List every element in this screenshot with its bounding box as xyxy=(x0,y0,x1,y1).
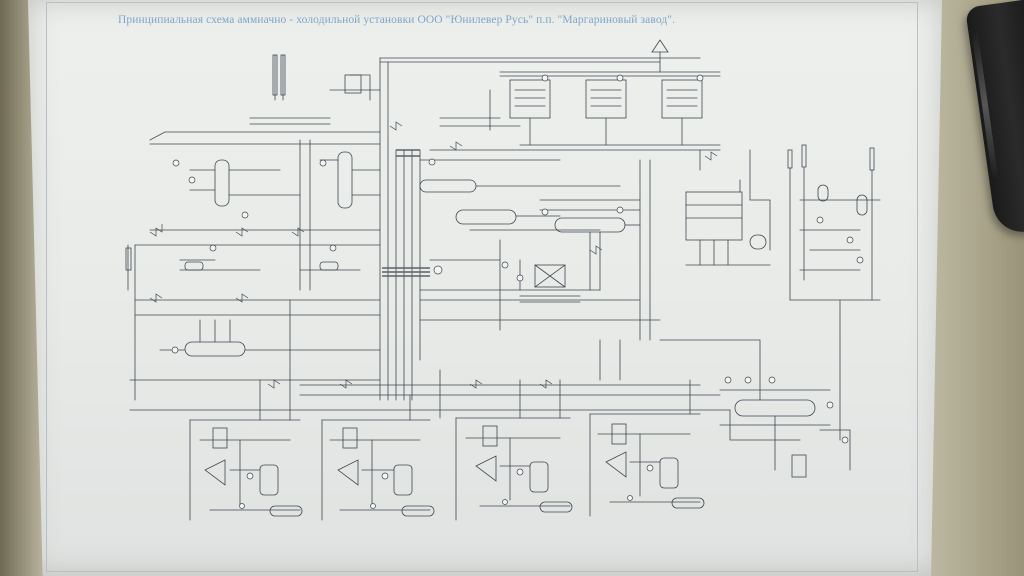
left-mid-pipes xyxy=(125,229,381,401)
compressor-feed-lines xyxy=(259,299,721,421)
control-panel xyxy=(685,149,771,266)
top-header-pipes xyxy=(149,57,701,401)
poster-title: Принципиальная схема аммиачно - холодиль… xyxy=(118,14,676,26)
compressor-unit-2 xyxy=(321,419,435,521)
center-vessels xyxy=(419,149,661,331)
compressor-unit-1 xyxy=(189,419,303,521)
gauges-and-valves xyxy=(171,74,864,509)
valve-symbols xyxy=(149,121,718,389)
center-right-vessel xyxy=(519,159,651,341)
right-receiver xyxy=(659,339,851,478)
pipe-bundles xyxy=(382,149,430,277)
compressor-unit-3 xyxy=(455,417,573,521)
top-evaporators xyxy=(489,39,721,171)
left-receiver xyxy=(129,319,731,411)
right-column xyxy=(787,144,881,441)
upper-left-vessels xyxy=(189,54,381,291)
compressor-unit-4 xyxy=(589,413,705,517)
